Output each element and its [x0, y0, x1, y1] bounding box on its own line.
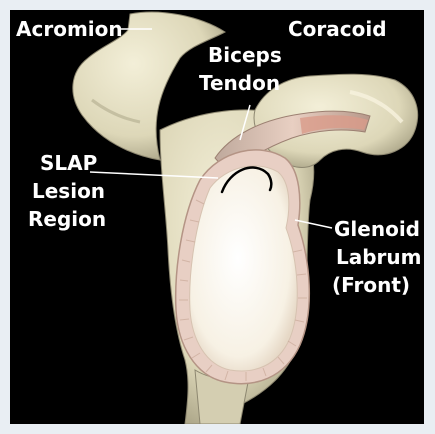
label-slap-line2: Lesion [32, 179, 105, 203]
label-slap-line3: Region [28, 207, 106, 231]
shoulder-diagram: Acromion Coracoid Biceps Tendon SLAP Les… [10, 10, 424, 424]
label-biceps-line1: Biceps [208, 43, 282, 67]
label-biceps-line2: Tendon [199, 71, 280, 95]
label-acromion: Acromion [16, 17, 123, 41]
label-glenoid-line1: Glenoid [334, 217, 420, 241]
label-glenoid-line2: Labrum [336, 245, 422, 269]
label-coracoid: Coracoid [288, 17, 387, 41]
label-slap-line1: SLAP [40, 151, 97, 175]
label-glenoid-line3: (Front) [332, 273, 410, 297]
shoulder-anatomy-svg: Acromion Coracoid Biceps Tendon SLAP Les… [10, 10, 424, 424]
